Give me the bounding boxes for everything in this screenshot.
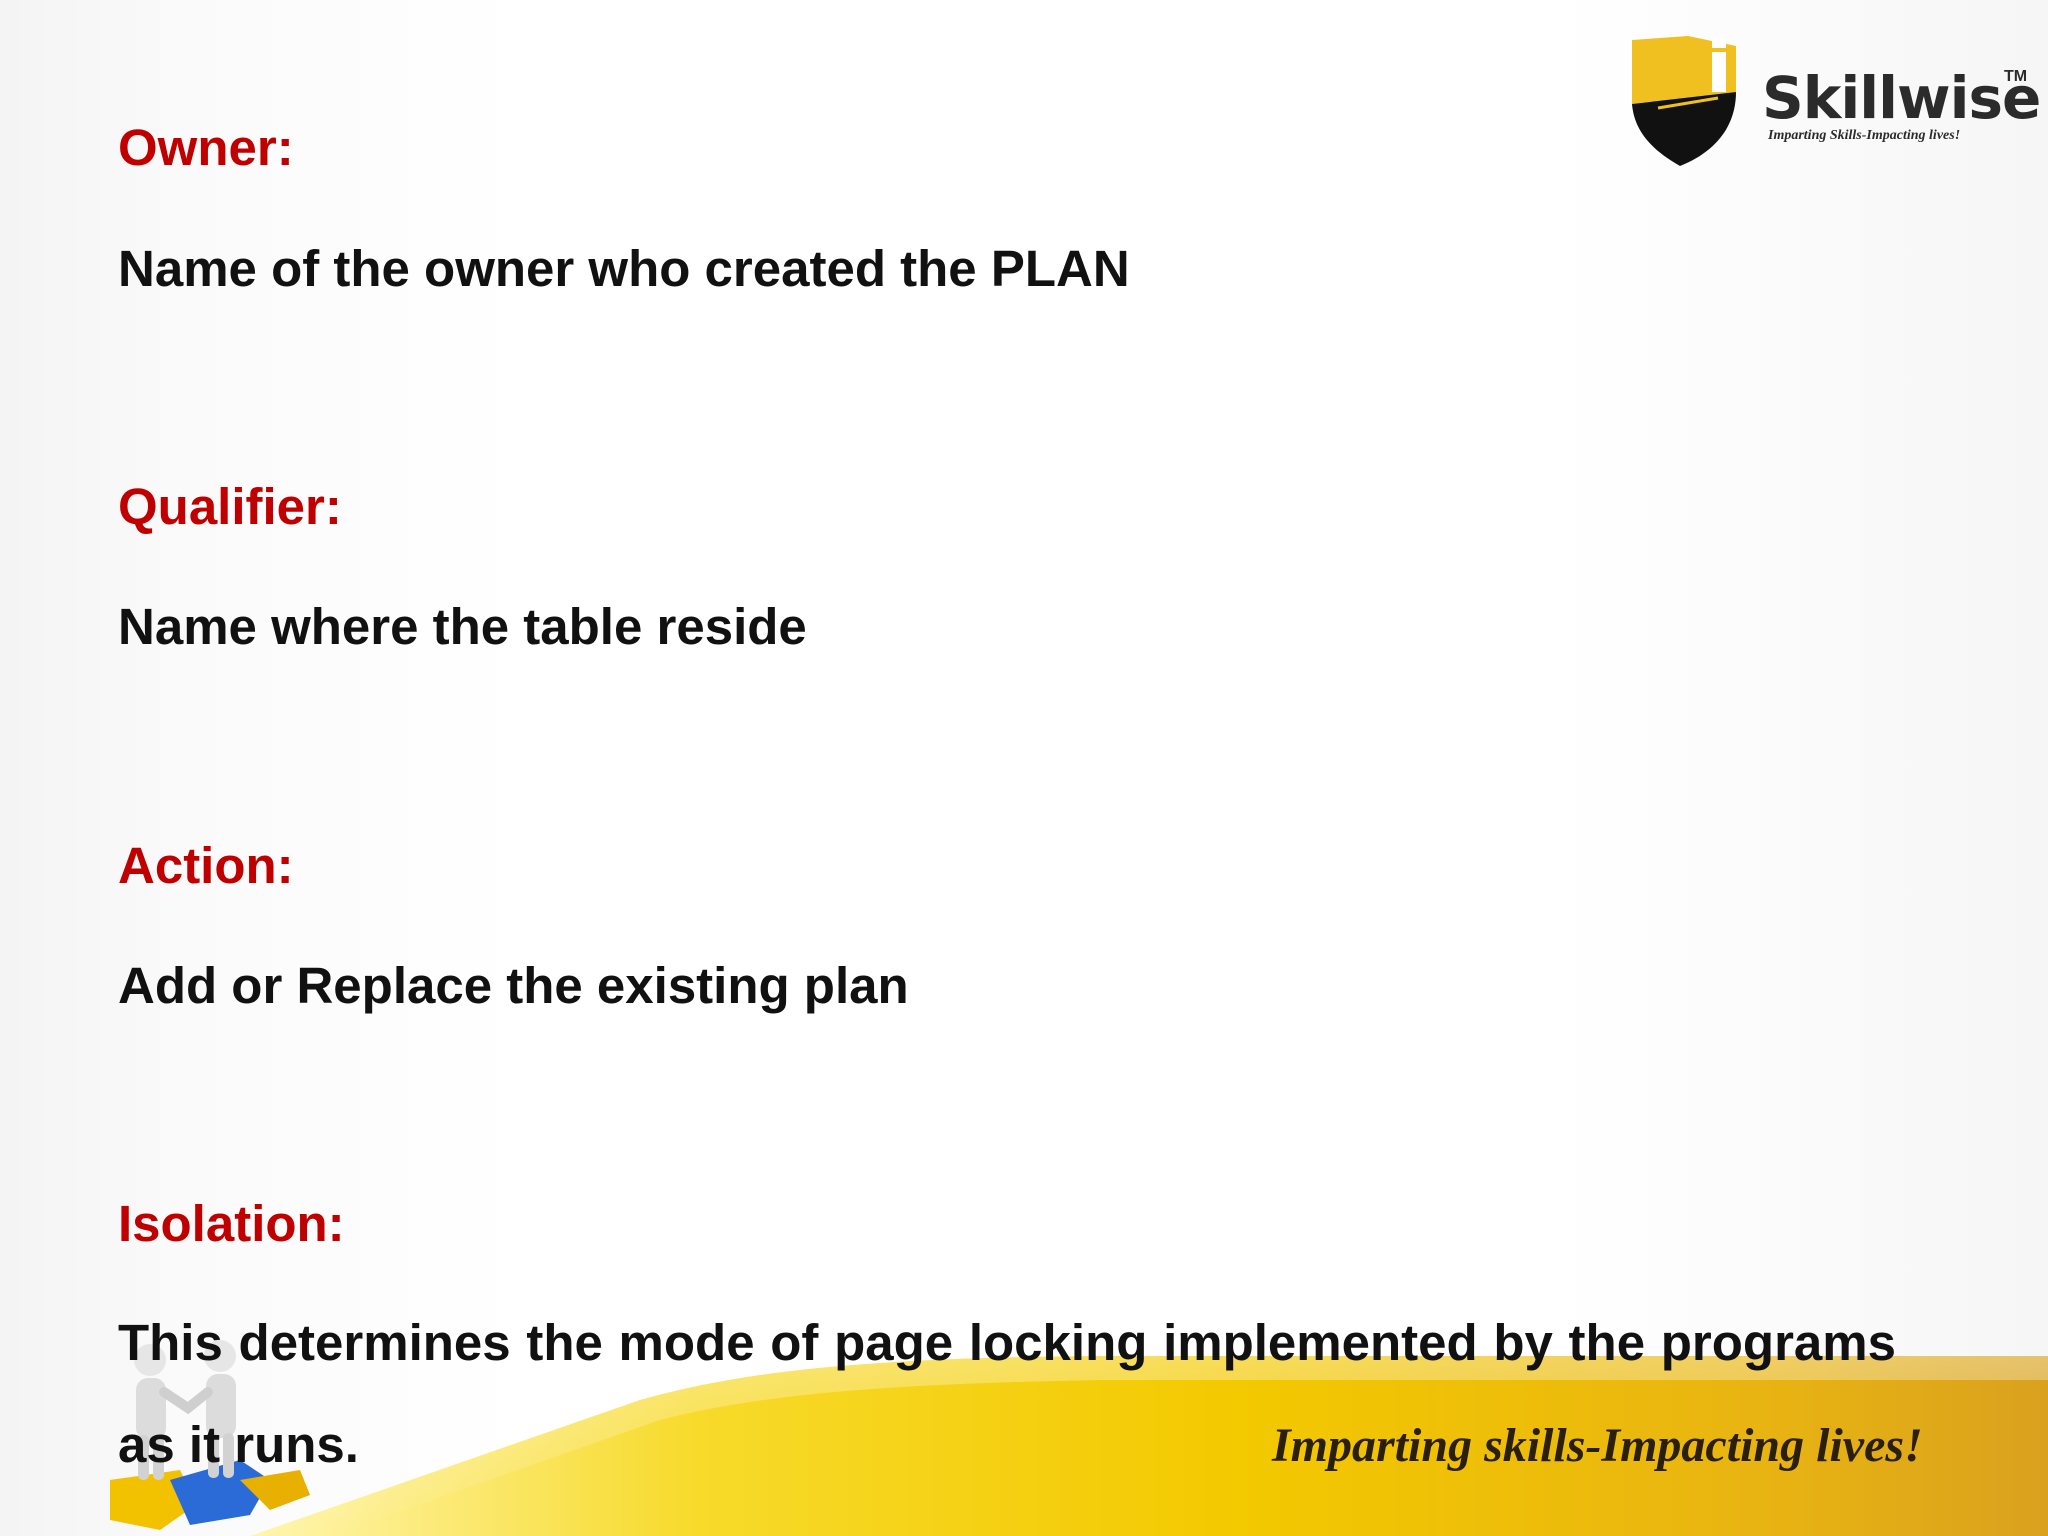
section-heading-qualifier: Qualifier:	[118, 478, 342, 535]
handshake-figures-icon	[110, 1340, 310, 1530]
section-description-qualifier: Name where the table reside	[118, 598, 807, 655]
section-description-isolation: This determines the mode of page locking…	[118, 1314, 1896, 1473]
logo-name: Skillwise	[1762, 64, 2041, 132]
logo-trademark: TM	[2004, 68, 2028, 85]
section-heading-isolation: Isolation:	[118, 1195, 345, 1252]
section-description-owner: Name of the owner who created the PLAN	[118, 240, 1130, 297]
footer-tagline: Imparting skills-Impacting lives!	[1272, 1419, 1923, 1472]
shield-logo-icon	[1632, 36, 1736, 166]
section-heading-owner: Owner:	[118, 119, 294, 176]
logo-tagline: Imparting Skills-Impacting lives!	[1768, 128, 1961, 143]
skillwise-logo: Skillwise TM Imparting Skills-Impacting …	[1620, 30, 2041, 170]
section-heading-action: Action:	[118, 837, 294, 894]
section-description-action: Add or Replace the existing plan	[118, 957, 909, 1014]
